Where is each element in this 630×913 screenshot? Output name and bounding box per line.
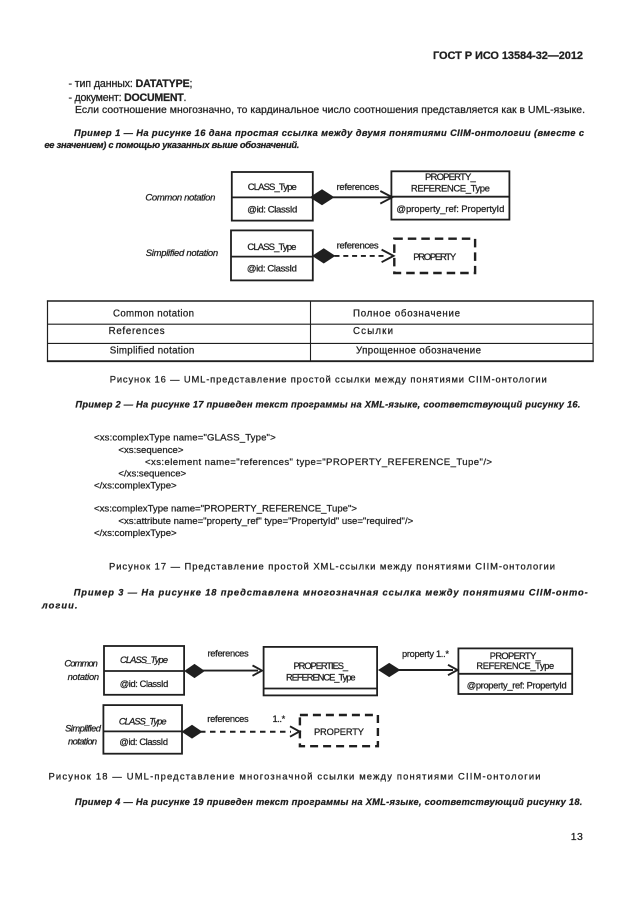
svg-text:ее значением) с помощью указан: ее значением) с помощью указанных выше о… [44,140,299,150]
svg-text:@id: ClassId: @id: ClassId [247,264,297,275]
svg-text:@property_ref: PropertyId: @property_ref: PropertyId [467,680,567,690]
svg-text:@id: ClassId: @id: ClassId [120,679,169,689]
svg-text:<xs:element name="references": <xs:element name="references" type="PROP… [145,457,492,468]
svg-text:CLASS_Type: CLASS_Type [120,655,168,665]
svg-text:Common: Common [64,658,97,668]
svg-text:PROPERTY_: PROPERTY_ [490,651,542,661]
svg-text:CLASS_Type: CLASS_Type [247,242,296,253]
svg-text:Упрощенное обозначение: Упрощенное обозначение [356,346,481,357]
svg-text:<xs:sequence>: <xs:sequence> [118,445,183,456]
svg-text:REFERENCE_Type: REFERENCE_Type [411,184,490,195]
svg-text:references: references [337,240,379,251]
svg-text:13: 13 [571,831,583,843]
svg-text:REFERENCE_Type: REFERENCE_Type [286,672,356,682]
svg-text:<xs:complexType name="GLASS_Ty: <xs:complexType name="GLASS_Type"> [94,432,276,443]
svg-text:Рисунок 16 — UML-представление: Рисунок 16 — UML-представление простой с… [110,374,547,385]
svg-text:<xs:complexType name="PROPERTY: <xs:complexType name="PROPERTY_REFERENCE… [94,504,357,515]
svg-text:PROPERTIES_: PROPERTIES_ [294,661,349,671]
svg-text:Полное обозначение: Полное обозначение [353,309,460,320]
svg-text:@property_ref: PropertyId: @property_ref: PropertyId [396,204,504,215]
svg-text:Рисунок 18 — UML-представление: Рисунок 18 — UML-представление многознач… [49,771,541,782]
svg-text:CLASS_Type: CLASS_Type [119,716,167,726]
svg-text:References: References [109,326,165,337]
svg-text:Common notation: Common notation [113,309,194,320]
svg-text:CLASS_Type: CLASS_Type [248,182,297,193]
svg-text:логии.: логии. [41,601,78,611]
svg-text:PROPERTY_: PROPERTY_ [425,172,476,183]
svg-text:- документ: DOCUMENT.: - документ: DOCUMENT. [69,92,187,104]
svg-text:Пример 4 — На рисунке 19 приве: Пример 4 — На рисунке 19 приведен текст … [75,797,583,807]
svg-text:Simplified notation: Simplified notation [146,248,219,259]
svg-text:Ссылки: Ссылки [353,326,393,337]
svg-text:</xs:complexType>: </xs:complexType> [94,481,177,492]
svg-text:Если соотношение многозначно,: Если соотношение многозначно, то кардина… [75,105,585,116]
svg-text:references: references [207,714,249,724]
svg-text:</xs:complexType>: </xs:complexType> [94,528,177,539]
svg-text:ГОСТ Р ИСО 13584-32—2012: ГОСТ Р ИСО 13584-32—2012 [433,50,583,62]
svg-text:</xs:sequence>: </xs:sequence> [118,469,186,480]
svg-text:Пример 3 — На рисунке 18 предс: Пример 3 — На рисунке 18 представлена мн… [74,587,588,597]
svg-text:PROPERTY: PROPERTY [314,727,364,737]
svg-text:PROPERTY: PROPERTY [413,252,457,263]
svg-text:Common notation: Common notation [145,192,215,203]
svg-text:Simplified notation: Simplified notation [110,346,195,357]
svg-text:references: references [337,182,380,193]
svg-text:Simplified: Simplified [65,723,102,733]
svg-text:references: references [208,649,250,659]
svg-text:<xs:attribute name="property_r: <xs:attribute name="property_ref" type="… [118,516,413,527]
svg-text:1..*: 1..* [273,714,286,724]
svg-text:Пример 2 — На рисунке 17 приве: Пример 2 — На рисунке 17 приведен текст … [75,400,580,410]
svg-text:notation: notation [68,672,100,682]
svg-text:Рисунок 17 — Представление про: Рисунок 17 — Представление простой XML-с… [109,560,555,571]
svg-text:@id: ClassId: @id: ClassId [247,205,297,216]
svg-text:notation: notation [68,736,97,746]
svg-text:@id: ClassId: @id: ClassId [119,737,168,747]
svg-text:Пример 1 — На рисунке 16 дана: Пример 1 — На рисунке 16 дана простая сс… [74,128,585,138]
svg-text:- тип данных: DATATYPE;: - тип данных: DATATYPE; [69,78,193,90]
svg-text:property 1..*: property 1..* [402,649,449,659]
svg-text:REFERENCE_Type: REFERENCE_Type [476,661,554,671]
